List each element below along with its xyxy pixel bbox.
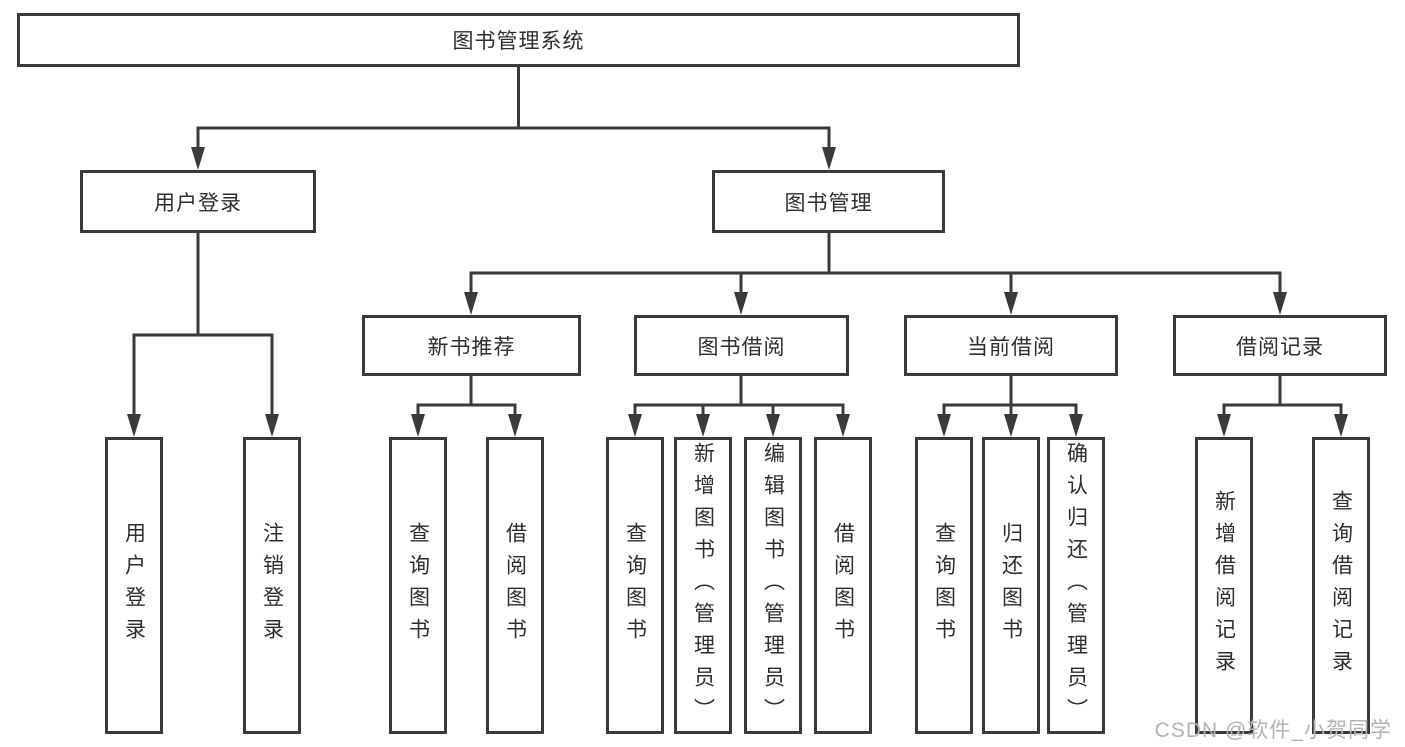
- node-label: 查询图书: [406, 521, 430, 650]
- leaf-borrow-books-2: 借阅图书: [814, 437, 872, 734]
- node-book-borrowing: 图书借阅: [634, 315, 849, 376]
- node-label: 借阅图书: [503, 521, 527, 650]
- node-label: 新增图书（管理员）: [691, 441, 715, 730]
- connector-lines: [132, 65, 1343, 417]
- node-label: 注销登录: [260, 521, 284, 650]
- node-label: 图书管理: [784, 191, 873, 215]
- leaf-edit-books-admin: 编辑图书（管理员）: [744, 437, 802, 734]
- node-label: 当前借阅: [967, 335, 1055, 359]
- node-label: 编辑图书（管理员）: [761, 441, 785, 730]
- node-borrowing-records: 借阅记录: [1173, 315, 1387, 376]
- leaf-add-books-admin: 新增图书（管理员）: [674, 437, 732, 734]
- node-label: 用户登录: [154, 191, 242, 215]
- node-label: 查询图书: [932, 521, 956, 650]
- leaf-query-books-3: 查询图书: [915, 437, 973, 734]
- node-label: 新书推荐: [427, 335, 516, 359]
- leaf-add-borrow-record: 新增借阅记录: [1195, 437, 1253, 734]
- leaf-query-books-2: 查询图书: [606, 437, 664, 734]
- leaf-borrow-books-1: 借阅图书: [486, 437, 544, 734]
- leaf-confirm-return-admin: 确认归还（管理员）: [1047, 437, 1105, 734]
- leaf-query-books-1: 查询图书: [389, 437, 447, 734]
- connector-arrowheads: [127, 147, 1348, 437]
- node-label: 新增借阅记录: [1212, 489, 1236, 682]
- node-label: 借阅记录: [1236, 335, 1324, 359]
- leaf-return-books: 归还图书: [982, 437, 1040, 734]
- node-label: 图书借阅: [697, 335, 786, 359]
- node-label: 查询图书: [623, 521, 647, 650]
- node-label: 用户登录: [122, 521, 146, 650]
- node-new-book-recommend: 新书推荐: [362, 315, 581, 376]
- node-label: 归还图书: [999, 521, 1023, 650]
- node-label: 图书管理系统: [452, 30, 585, 53]
- node-label: 借阅图书: [831, 521, 855, 650]
- leaf-logout: 注销登录: [243, 437, 301, 734]
- node-user-login-group: 用户登录: [80, 170, 316, 233]
- leaf-user-login: 用户登录: [105, 437, 163, 734]
- node-label: 确认归还（管理员）: [1064, 441, 1088, 730]
- node-current-borrowing: 当前借阅: [904, 315, 1118, 376]
- csdn-watermark: CSDN @软件_小贺同学: [1154, 719, 1392, 742]
- node-book-management: 图书管理: [712, 170, 945, 233]
- leaf-query-borrow-record: 查询借阅记录: [1312, 437, 1370, 734]
- node-label: 查询借阅记录: [1329, 489, 1353, 682]
- node-library-system: 图书管理系统: [17, 13, 1020, 67]
